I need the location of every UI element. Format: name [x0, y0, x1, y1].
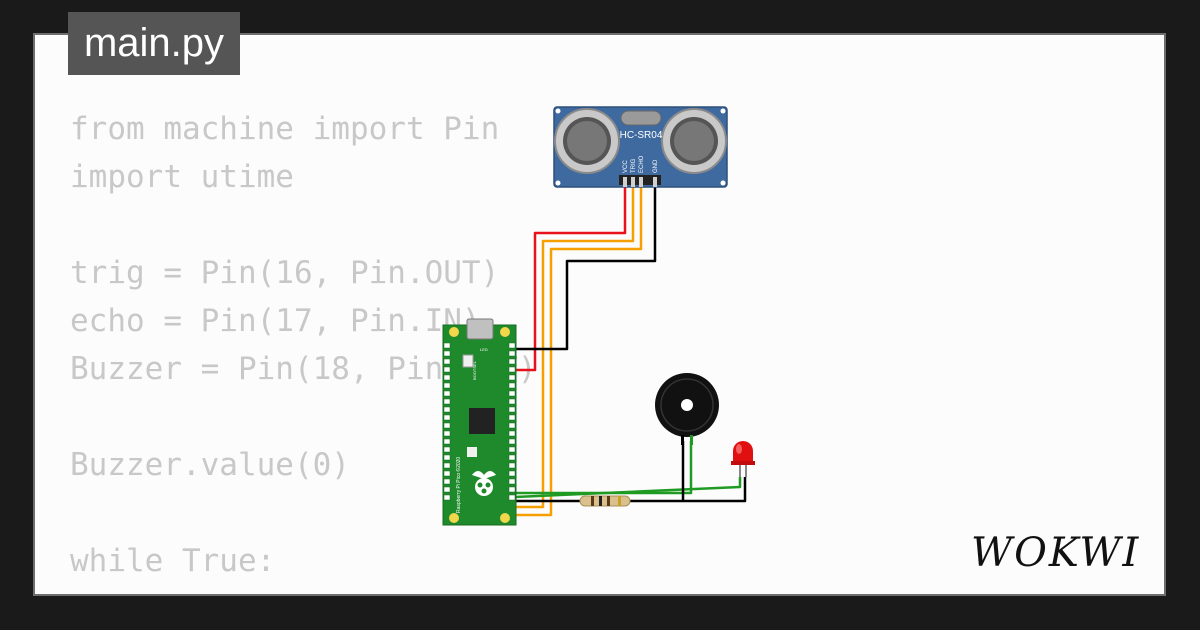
sensor-model-label: HC-SR04	[620, 130, 663, 141]
ultrasonic-transducer-left	[554, 108, 620, 174]
raspberry-pi-pico: LED BOOTSEL Raspberry Pi Pico ©2020	[442, 318, 517, 526]
wire-echo-orange	[515, 185, 643, 517]
bootsel-label: BOOTSEL	[472, 360, 477, 380]
code-line: print("Ready for", utime.time(), "second…	[70, 585, 948, 594]
sensor-pin-label: TRIG	[631, 158, 637, 173]
rp2040-chip	[469, 408, 495, 434]
code-line: from machine import Pin	[70, 111, 500, 147]
ultrasonic-transducer-right	[661, 108, 727, 174]
hc-sr04-sensor: HC-SR04 VCC TRIG ECHO GND	[553, 106, 728, 188]
wire-trig-orange	[515, 185, 635, 509]
code-line: trig = Pin(16, Pin.OUT)	[70, 255, 500, 291]
right-pin-header	[508, 342, 516, 501]
piezo-buzzer	[655, 373, 719, 445]
raspberry-logo-icon	[472, 471, 496, 496]
sensor-pin-label: ECHO	[639, 155, 645, 173]
led-label: LED	[480, 347, 488, 352]
project-preview-card: from machine import Pin import utime trig …	[33, 33, 1166, 596]
wire-buzzer-green	[515, 441, 693, 495]
code-line: import utime	[70, 159, 294, 195]
code-line: Buzzer.value(0)	[70, 447, 350, 483]
sensor-pin-label: VCC	[623, 160, 629, 173]
wokwi-logo-text: WOKWI	[971, 530, 1140, 576]
crystal-oscillator	[620, 110, 662, 126]
resistor	[579, 495, 631, 507]
wokwi-logo: WOKWI	[971, 530, 1140, 576]
red-led	[731, 441, 755, 477]
circuit-diagram: HC-SR04 VCC TRIG ECHO GND	[442, 106, 755, 526]
file-tab-main-py[interactable]: main.py	[68, 12, 240, 75]
usb-connector	[466, 318, 494, 340]
flash-chip	[467, 447, 477, 457]
left-pin-header	[443, 342, 451, 501]
code-line: while True:	[70, 543, 276, 579]
wire-gnd-black	[515, 185, 657, 351]
bootsel-button	[462, 354, 474, 368]
wire-vcc-red	[515, 185, 627, 372]
wire-led-green	[514, 477, 742, 499]
wires	[514, 185, 747, 517]
board-silkscreen: Raspberry Pi Pico ©2020	[455, 457, 462, 513]
sensor-pin-label: GND	[653, 159, 659, 173]
wire-resistor-out	[630, 477, 747, 503]
code-preview: from machine import Pin import utime trig …	[70, 105, 948, 594]
